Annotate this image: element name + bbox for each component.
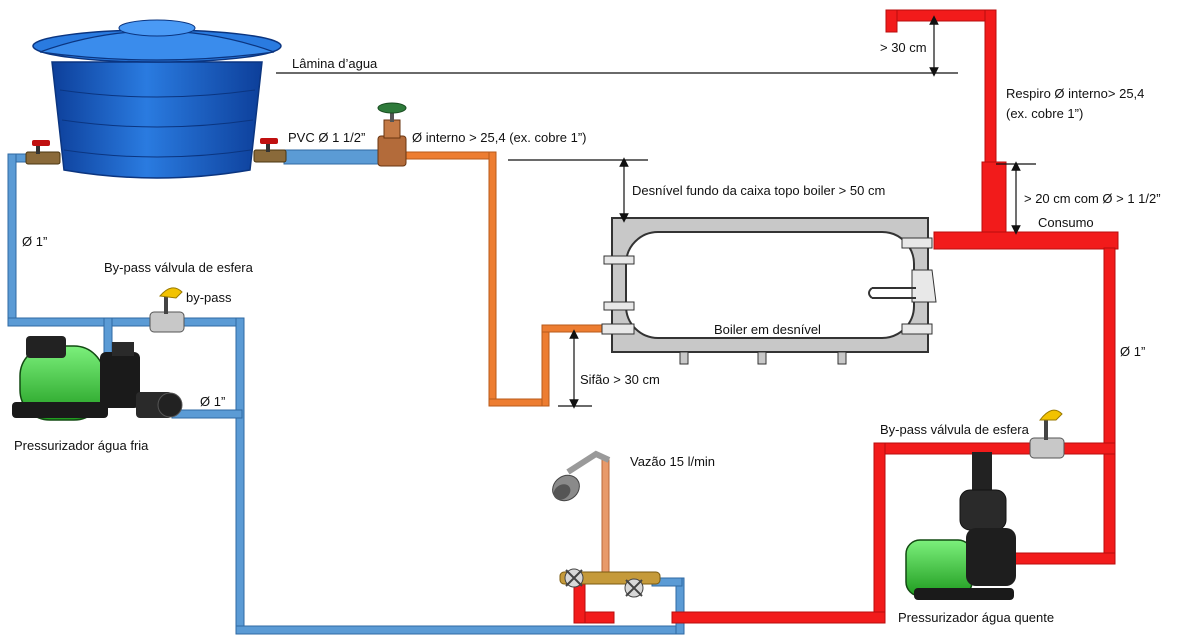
label-vent-height: > 30 cm bbox=[880, 40, 927, 55]
boiler-icon bbox=[601, 217, 937, 365]
tank-right-ball-valve-icon bbox=[253, 138, 287, 163]
cold-pump-icon bbox=[12, 336, 183, 421]
label-cold-pump: Pressurizador água fria bbox=[14, 438, 149, 453]
mixer-faucet-icon bbox=[559, 568, 661, 598]
label-flow-rate: Vazão 15 l/min bbox=[630, 454, 715, 469]
label-water-level: Lâmina d’agua bbox=[292, 56, 378, 71]
diagram-labels: Lâmina d’agua > 30 cm Respiro Ø interno>… bbox=[14, 40, 1161, 625]
hot-pump-icon bbox=[905, 452, 1016, 600]
label-boiler: Boiler em desnível bbox=[714, 322, 821, 337]
label-cold-diameter-top: Ø 1” bbox=[22, 234, 47, 249]
label-siphon: Sifão > 30 cm bbox=[580, 372, 660, 387]
shower-head-icon bbox=[552, 450, 611, 577]
cold-water-pipes bbox=[7, 149, 685, 635]
label-inner-diameter: Ø interno > 25,4 (ex. cobre 1”) bbox=[412, 130, 587, 145]
dimension-lines bbox=[508, 15, 1036, 409]
label-hot-pump: Pressurizador água quente bbox=[898, 610, 1054, 625]
label-vent-pipe-example: (ex. cobre 1”) bbox=[1006, 106, 1083, 121]
hot-bypass-ball-valve-icon bbox=[1029, 409, 1065, 459]
hot-water-pipes bbox=[573, 9, 1119, 624]
label-hot-diameter: Ø 1” bbox=[1120, 344, 1145, 359]
label-rise-20cm: > 20 cm com Ø > 1 1/2” bbox=[1024, 191, 1161, 206]
label-vent-pipe: Respiro Ø interno> 25,4 bbox=[1006, 86, 1144, 101]
gate-valve-icon bbox=[377, 102, 407, 167]
label-bypass-cold-short: by-pass bbox=[186, 290, 232, 305]
label-pvc-pipe: PVC Ø 1 1/2” bbox=[288, 130, 365, 145]
label-cold-diameter-pump: Ø 1” bbox=[200, 394, 225, 409]
label-bypass-hot-title: By-pass válvula de esfera bbox=[880, 422, 1030, 437]
label-tank-to-boiler-drop: Desnível fundo da caixa topo boiler > 50… bbox=[632, 183, 885, 198]
label-bypass-cold-title: By-pass válvula de esfera bbox=[104, 260, 254, 275]
cold-bypass-ball-valve-icon bbox=[149, 287, 185, 333]
tank-left-ball-valve-icon bbox=[25, 140, 61, 165]
copper-feed-pipe bbox=[403, 151, 611, 407]
label-consumption: Consumo bbox=[1038, 215, 1094, 230]
water-tank-icon bbox=[32, 19, 282, 179]
